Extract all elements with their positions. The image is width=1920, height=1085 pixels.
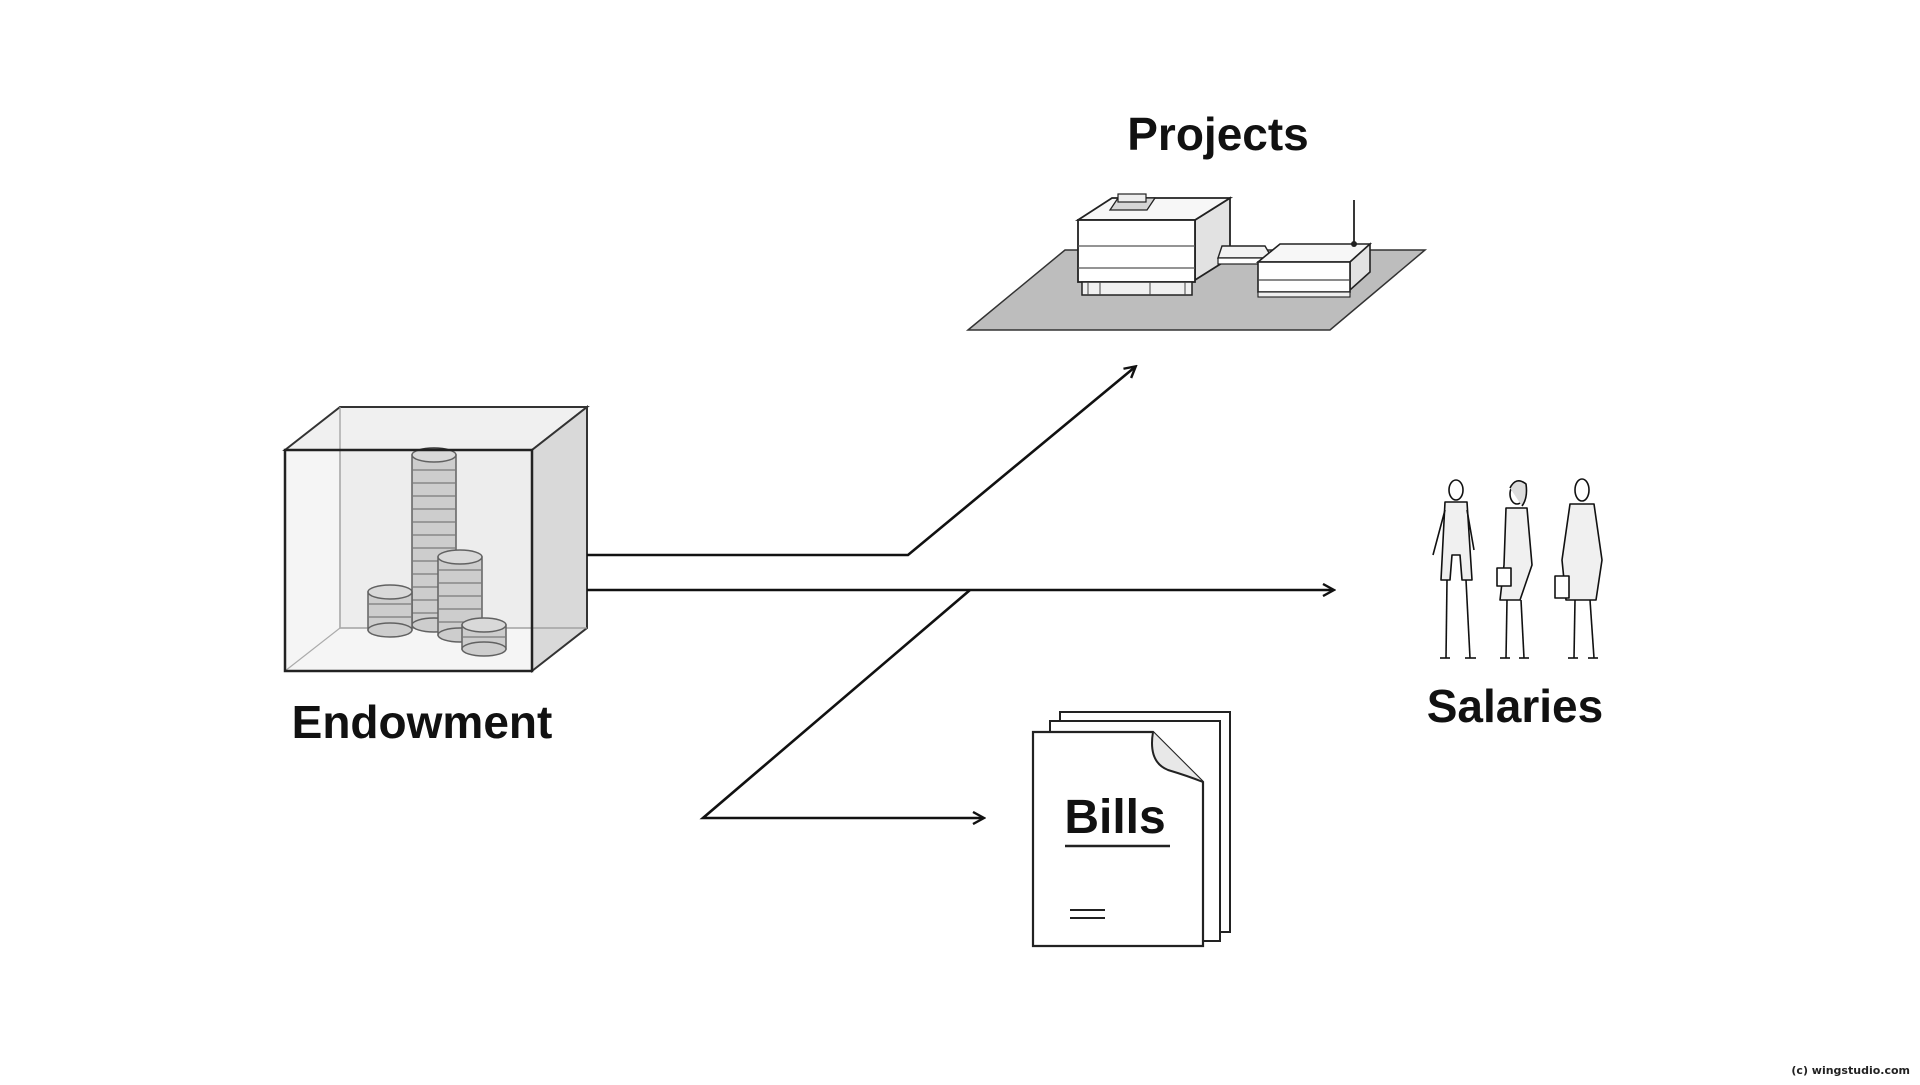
salaries-label: Salaries [1427,680,1603,732]
endowment-node: Endowment [282,404,590,748]
endowment-label: Endowment [292,696,553,748]
person-figure [1496,480,1533,659]
person-figure [1432,479,1476,659]
coin-stack-left [367,584,413,638]
person-figure [1554,478,1603,659]
credit-text: (c) wingstudio.com [1791,1064,1910,1077]
coin-box-icon [282,404,590,674]
bills-node: Bills [1031,711,1231,948]
projects-node: Projects [965,108,1428,331]
documents-icon [1031,711,1231,948]
projects-label: Projects [1127,108,1309,160]
people-icon [1432,478,1603,659]
bills-label: Bills [1064,791,1165,844]
arrow-endowment-to-bills [699,589,983,818]
arrow-endowment-to-projects [587,367,1135,557]
flow-arrows [587,367,1333,818]
building-icon [965,193,1428,331]
salaries-node: Salaries [1427,478,1603,732]
coin-stack-small [461,617,507,657]
